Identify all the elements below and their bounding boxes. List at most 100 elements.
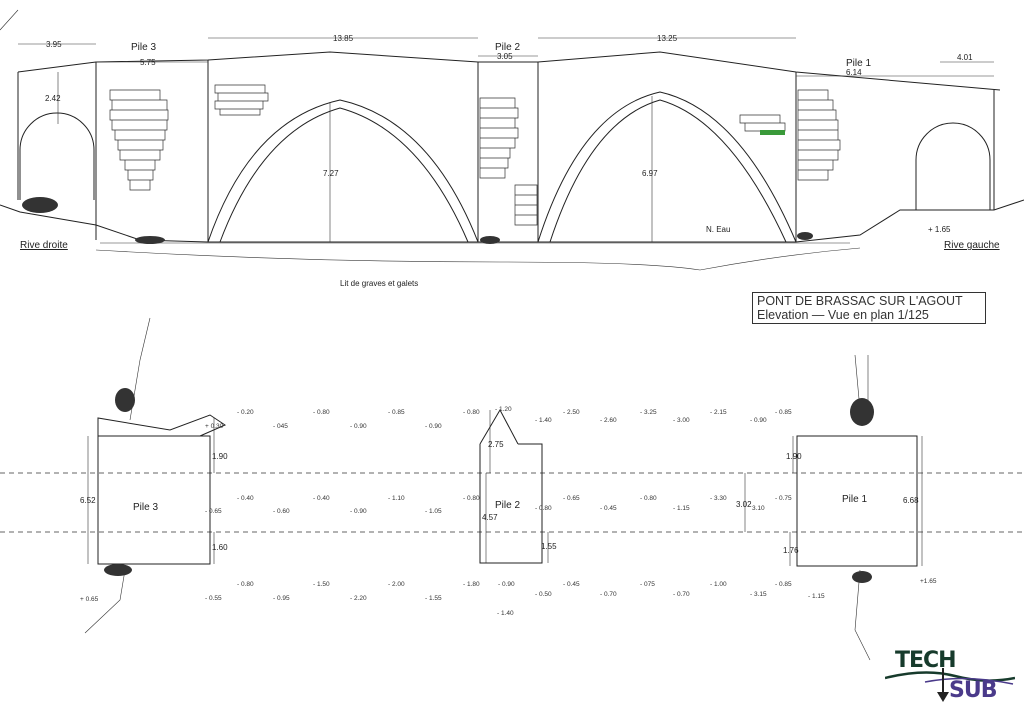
depth-sounding: - 1.05 xyxy=(425,508,442,515)
dim-6-97: 6.97 xyxy=(642,169,658,178)
depth-sounding: - 0.40 xyxy=(313,495,330,502)
depth-sounding: - 0.40 xyxy=(237,495,254,502)
depth-sounding: - 0.85 xyxy=(775,409,792,416)
depth-sounding: - 0.80 xyxy=(640,495,657,502)
depth-sounding: - 0.80 xyxy=(237,581,254,588)
logo-wave-arrow-icon xyxy=(885,668,1015,702)
dim-6-68: 6.68 xyxy=(903,496,919,505)
depth-sounding: - 2.15 xyxy=(710,409,727,416)
pier-label-1: Pile 1 xyxy=(846,58,871,69)
depth-sounding: - 0.85 xyxy=(775,581,792,588)
elevation-view: 3.95 Pile 3 5.75 13.85 Pile 2 3.05 13.25… xyxy=(0,9,1024,288)
dim-13-25: 13.25 xyxy=(657,34,678,43)
pier-label-3: Pile 3 xyxy=(131,42,156,53)
arch-main-2 xyxy=(537,91,797,243)
depth-sounding: - 3.00 xyxy=(673,417,690,424)
drawing-subtitle: Elevation — Vue en plan 1/125 xyxy=(757,308,929,322)
depth-sounding: - 0.65 xyxy=(205,508,222,515)
depth-sounding: - 2.20 xyxy=(350,595,367,602)
depth-sounding: - 045 xyxy=(273,423,288,430)
depth-sounding: - 2.60 xyxy=(600,417,617,424)
logo-tech: TECH xyxy=(895,648,957,673)
depth-sounding: - 0.65 xyxy=(563,495,580,502)
water-level-label: N. Eau xyxy=(706,225,730,234)
depth-sounding: - 0.90 xyxy=(350,423,367,430)
depth-sounding: - 0.55 xyxy=(205,595,222,602)
depth-sounding: - 3.15 xyxy=(750,591,767,598)
vegetation xyxy=(22,197,813,244)
pier-1-plan xyxy=(796,435,918,567)
depth-sounding: - 0.80 xyxy=(463,409,480,416)
depth-sounding: - 0.80 xyxy=(313,409,330,416)
rive-droite-label: Rive droite xyxy=(20,240,68,251)
depth-sounding: - 0.70 xyxy=(673,591,690,598)
depth-soundings: - 0.20 - 0.80 - 0.85 - 0.80 - 1.20 - 2.50 - 3.… xyxy=(80,406,937,617)
depth-sounding: - 0.20 xyxy=(237,409,254,416)
depth-sounding: - 1.20 xyxy=(495,406,512,413)
arch-main-1 xyxy=(207,99,479,243)
masonry-pile-2 xyxy=(479,97,538,226)
masonry-pile-1 xyxy=(739,89,841,181)
dim-3-05: 3.05 xyxy=(497,52,513,61)
dim-7-27: 7.27 xyxy=(323,169,339,178)
dim-4-01: 4.01 xyxy=(957,53,973,62)
depth-sounding: 3.10 xyxy=(752,505,765,512)
depth-sounding: - 1.50 xyxy=(313,581,330,588)
pier-label-2: Pile 2 xyxy=(495,42,520,53)
depth-sounding: +1.65 xyxy=(920,578,937,585)
title-block: PONT DE BRASSAC SUR L'AGOUT Elevation — … xyxy=(752,292,986,324)
depth-sounding: - 1.40 xyxy=(535,417,552,424)
depth-sounding: - 0.80 xyxy=(463,495,480,502)
arch-left-bank xyxy=(19,112,95,200)
dim-4-57: 4.57 xyxy=(482,513,498,522)
depth-sounding: - 0.45 xyxy=(563,581,580,588)
dim-3-02: 3.02 xyxy=(736,500,752,509)
depth-sounding: - 3.30 xyxy=(710,495,727,502)
depth-sounding: - 075 xyxy=(640,581,655,588)
dim-2-42: 2.42 xyxy=(45,94,61,103)
plan-pier-label-3: Pile 3 xyxy=(133,502,158,513)
depth-sounding: - 1.00 xyxy=(710,581,727,588)
dim-13-85: 13.85 xyxy=(333,34,354,43)
bank-level-label: + 1.65 xyxy=(928,225,951,234)
depth-sounding: - 1.40 xyxy=(497,610,514,617)
depth-sounding: - 1.80 xyxy=(463,581,480,588)
drawing-title: PONT DE BRASSAC SUR L'AGOUT xyxy=(757,294,963,308)
depth-sounding: - 1.15 xyxy=(808,593,825,600)
dim-1-76: 1.76 xyxy=(783,546,799,555)
depth-sounding: - 3.25 xyxy=(640,409,657,416)
depth-sounding: - 0.70 xyxy=(600,591,617,598)
logo-sub: SUB xyxy=(949,678,997,703)
dim-2-75: 2.75 xyxy=(488,440,504,449)
depth-sounding: - 0.60 xyxy=(273,508,290,515)
depth-sounding: - 0.80 xyxy=(535,505,552,512)
plan-view: Pile 3 Pile 2 Pile 1 6.52 1.90 1.60 2.75… xyxy=(0,317,1024,661)
dim-3-95: 3.95 xyxy=(46,40,62,49)
depth-sounding: - 1.10 xyxy=(388,495,405,502)
depth-sounding: - 0.95 xyxy=(273,595,290,602)
depth-sounding: - 0.50 xyxy=(535,591,552,598)
depth-sounding: - 1.55 xyxy=(425,595,442,602)
dim-1-60: 1.60 xyxy=(212,543,228,552)
depth-sounding: - 0.90 xyxy=(350,508,367,515)
dim-1-55: 1.55 xyxy=(541,542,557,551)
pier-3-plan xyxy=(97,435,211,565)
plan-pier-label-1: Pile 1 xyxy=(842,494,867,505)
depth-sounding: - 1.15 xyxy=(673,505,690,512)
techsub-logo: TECH SUB xyxy=(885,648,1015,708)
depth-sounding: + 0.65 xyxy=(80,596,99,603)
depth-sounding: - 2.00 xyxy=(388,581,405,588)
dim-1-90: 1.90 xyxy=(212,452,228,461)
arch-right-bank xyxy=(915,122,991,210)
dim-6-52: 6.52 xyxy=(80,496,96,505)
dim-6-14: 6.14 xyxy=(846,68,862,77)
rive-gauche-label: Rive gauche xyxy=(944,240,1000,251)
depth-sounding: - 0.90 xyxy=(750,417,767,424)
depth-sounding: - 0.90 xyxy=(425,423,442,430)
riverbed-label: Lit de graves et galets xyxy=(340,279,418,288)
depth-sounding: - 2.50 xyxy=(563,409,580,416)
depth-sounding: - 0.90 xyxy=(498,581,515,588)
depth-sounding: - 0.85 xyxy=(388,409,405,416)
masonry-pile-3 xyxy=(109,84,269,191)
